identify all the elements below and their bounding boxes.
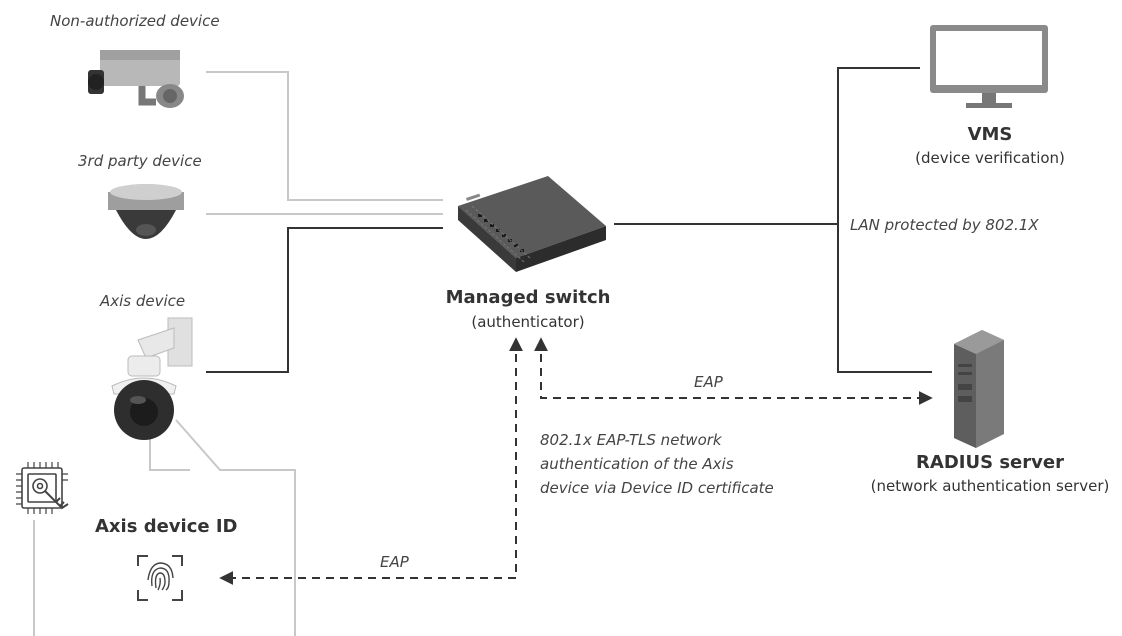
radius-server-subtitle: (network authentication server)	[870, 477, 1110, 495]
auth-note-line-1: 802.1x EAP-TLS network	[540, 431, 722, 449]
network-switch-icon	[458, 176, 606, 272]
eap-flows	[219, 337, 933, 585]
ptz-camera-icon	[111, 317, 193, 440]
vms-title: VMS	[967, 124, 1013, 145]
non-authorized-link	[206, 71, 443, 201]
lan-label: LAN protected by 802.1X	[850, 216, 1039, 234]
managed-switch-title: Managed switch	[445, 287, 611, 308]
unauthorized-links	[206, 71, 443, 215]
server-icon	[954, 330, 1004, 448]
eap-top-arrow	[534, 337, 933, 405]
bullet-camera-icon	[88, 50, 184, 108]
auth-note-line-3: device via Device ID certificate	[540, 479, 774, 497]
managed-switch-subtitle: (authenticator)	[471, 313, 585, 331]
axis-device-label: Axis device	[100, 292, 186, 310]
dome-camera-icon	[108, 184, 184, 239]
eap-bottom-label: EAP	[380, 553, 409, 571]
eap-top-label: EAP	[694, 373, 723, 391]
axis-device-link	[206, 227, 443, 373]
monitor-icon	[930, 25, 1048, 108]
fingerprint-icon	[137, 555, 183, 601]
eap-bottom-arrow	[219, 337, 523, 585]
chip-key-icon	[16, 462, 69, 514]
third-party-device-label: 3rd party device	[78, 152, 202, 170]
non-authorized-device-label: Non-authorized device	[50, 12, 220, 30]
radius-server-title: RADIUS server	[916, 452, 1064, 473]
axis-device-id-title: Axis device ID	[95, 516, 238, 537]
vms-subtitle: (device verification)	[915, 149, 1065, 167]
auth-note-line-2: authentication of the Axis	[540, 455, 734, 473]
